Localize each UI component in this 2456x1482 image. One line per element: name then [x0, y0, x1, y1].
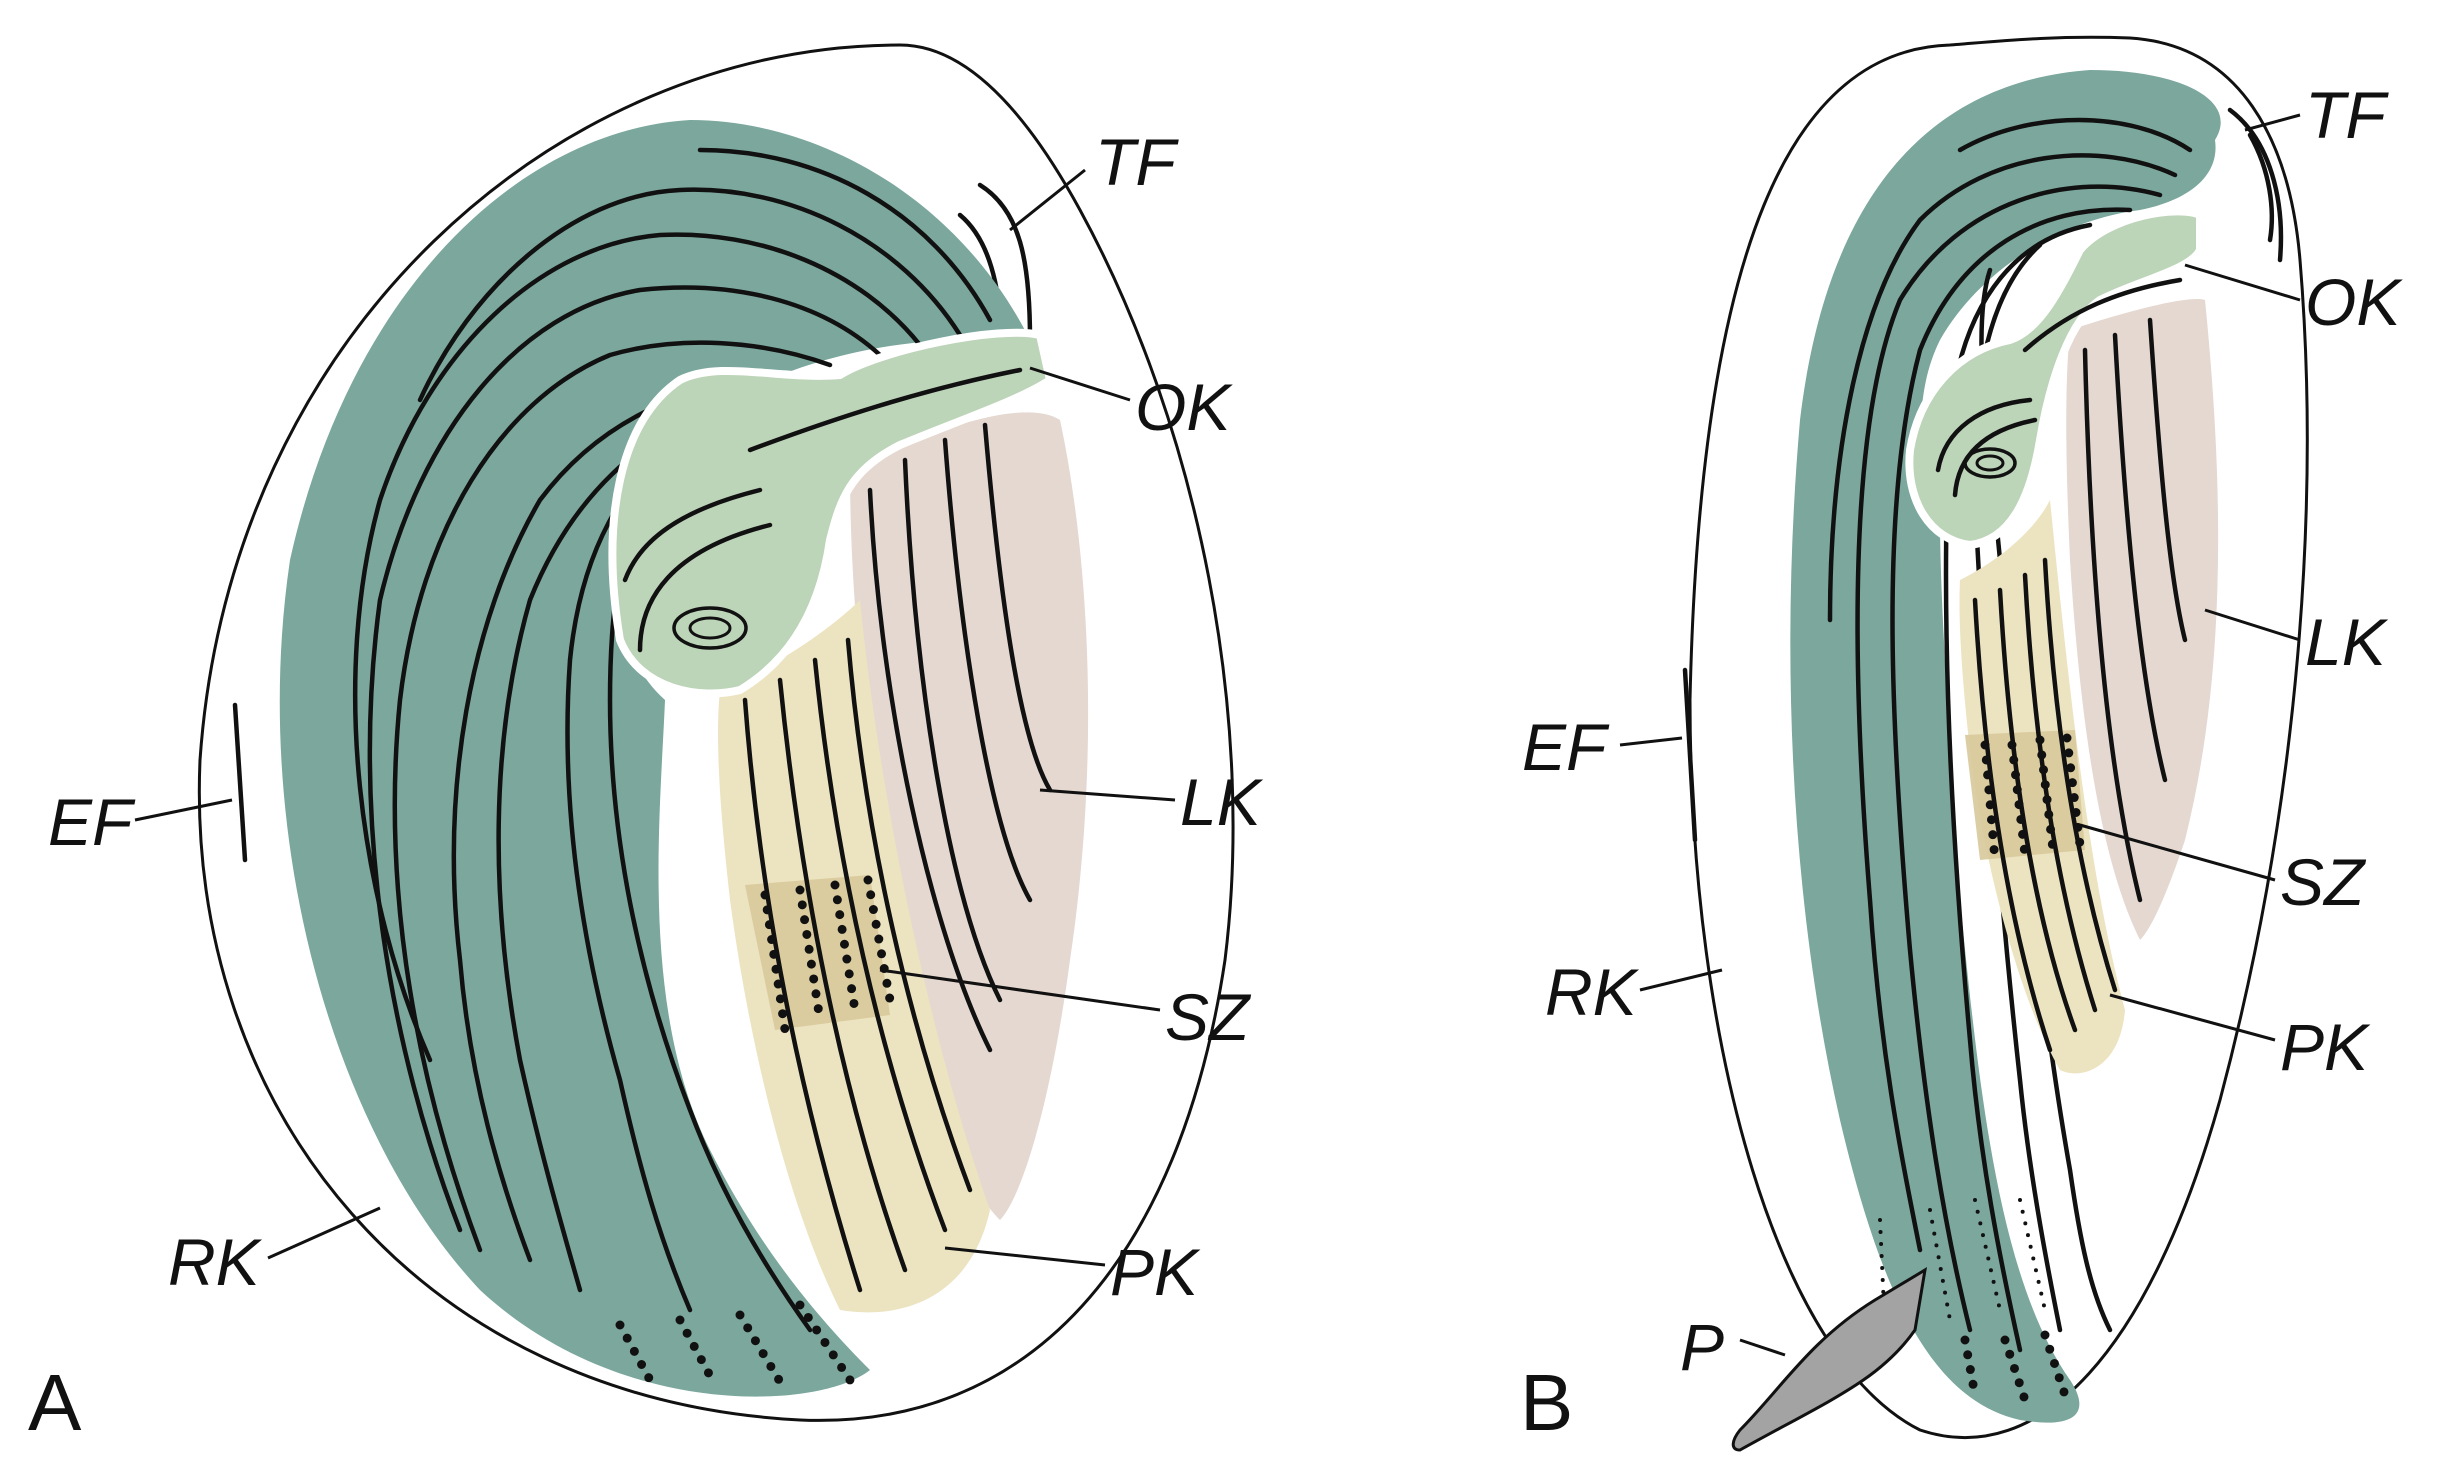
panel-a-thigmotactic-field	[977, 182, 1033, 343]
panel-b-posterior-dots	[1960, 1330, 2070, 1405]
panel-b-suture-dots	[1980, 733, 2085, 865]
panel-a-label-pk: PK	[1110, 1235, 1201, 1309]
panel-b-ef-leader	[1619, 736, 1683, 747]
panel-a-left-kinety-lines	[867, 422, 1053, 1053]
panel-b-left-kineties	[2066, 299, 2219, 941]
panel-a-label-tf: TF	[1095, 125, 1179, 199]
panel-a-letter: A	[28, 1358, 82, 1447]
panel-b-thigmotactic-field-inner	[2247, 132, 2275, 243]
panel-a: TF OK LK EF SZ RK PK A	[28, 43, 1264, 1447]
panel-b-cytostome	[1963, 447, 2017, 479]
panel-a-label-sz: SZ	[1165, 980, 1252, 1054]
panel-b-pk-leader	[2109, 993, 2276, 1042]
panel-a-posterior-dots	[615, 1300, 855, 1395]
panel-a-postoral-kinety-lines	[742, 637, 973, 1293]
panel-b-label-ok: OK	[2305, 265, 2403, 339]
panel-a-oral-kineties	[608, 328, 1055, 698]
panel-b-tf-leader	[2244, 113, 2301, 132]
panel-a-cytostome	[672, 606, 748, 650]
panel-a-rk-leader	[267, 1206, 381, 1260]
panel-b-equatorial-fragment	[1682, 667, 1698, 843]
panel-a-oral-kinety-3	[637, 522, 773, 653]
panel-a-label-ok: OK	[1135, 370, 1233, 444]
panel-a-cytostome-inner	[688, 616, 732, 640]
panel-b-oral-kinety-3	[1952, 417, 2038, 498]
panel-b-lk-leader	[2204, 608, 2301, 642]
panel-b-sz-leader	[2079, 823, 2276, 882]
panel-b-pharynx	[1731, 1267, 1928, 1452]
panel-a-equatorial-fragment	[232, 702, 248, 863]
panel-b-label-ef: EF	[1522, 710, 1610, 784]
panel-a-ef-leader	[134, 798, 233, 822]
panel-b-p-leader	[1739, 1338, 1786, 1357]
panel-b-label-rk: RK	[1545, 955, 1640, 1029]
panel-a-tf-leader	[1009, 168, 1086, 232]
panel-b-label-pk: PK	[2280, 1010, 2371, 1084]
panel-b-oral-kinety-1	[2022, 277, 2183, 353]
panel-a-label-lk: LK	[1180, 765, 1264, 839]
panel-a-label-ef: EF	[48, 785, 136, 859]
panel-b-oral-kinety-2	[1935, 397, 2033, 473]
panel-b-rk-leader	[1639, 968, 1723, 992]
panel-b-label-sz: SZ	[2280, 845, 2367, 919]
panel-b-letter: B	[1520, 1358, 1573, 1447]
panel-a-oral-kinety-2	[622, 487, 763, 583]
panel-b-posterior-fine-dots	[1878, 1198, 2047, 1332]
panel-b-oral-kineties	[1905, 207, 2204, 550]
panel-a-right-kineties	[279, 120, 1030, 1397]
panel-b-cytostome-inner	[1975, 454, 2005, 472]
panel-b-ok-leader	[2184, 263, 2301, 302]
panel-a-left-kineties	[850, 412, 1089, 1220]
panel-a-label-rk: RK	[168, 1225, 263, 1299]
panel-b-label-tf: TF	[2305, 78, 2389, 152]
panel-b-label-p: P	[1680, 1310, 1724, 1384]
panel-a-ok-leader	[1029, 366, 1131, 402]
panel-a-oral-kinety-1	[747, 367, 1023, 453]
panel-a-pk-leader	[944, 1246, 1106, 1267]
panel-b: TF OK LK EF SZ RK PK P B	[1520, 35, 2403, 1452]
panel-b-label-lk: LK	[2305, 605, 2389, 679]
panel-a-sz-leader	[879, 968, 1161, 1012]
panel-a-suture-dots	[760, 875, 895, 1035]
panel-b-suture-zone	[1965, 730, 2085, 860]
panel-b-right-kineties	[1790, 70, 2221, 1423]
panel-b-thigmotactic-field	[2227, 107, 2284, 263]
panel-a-lk-leader	[1039, 788, 1176, 802]
